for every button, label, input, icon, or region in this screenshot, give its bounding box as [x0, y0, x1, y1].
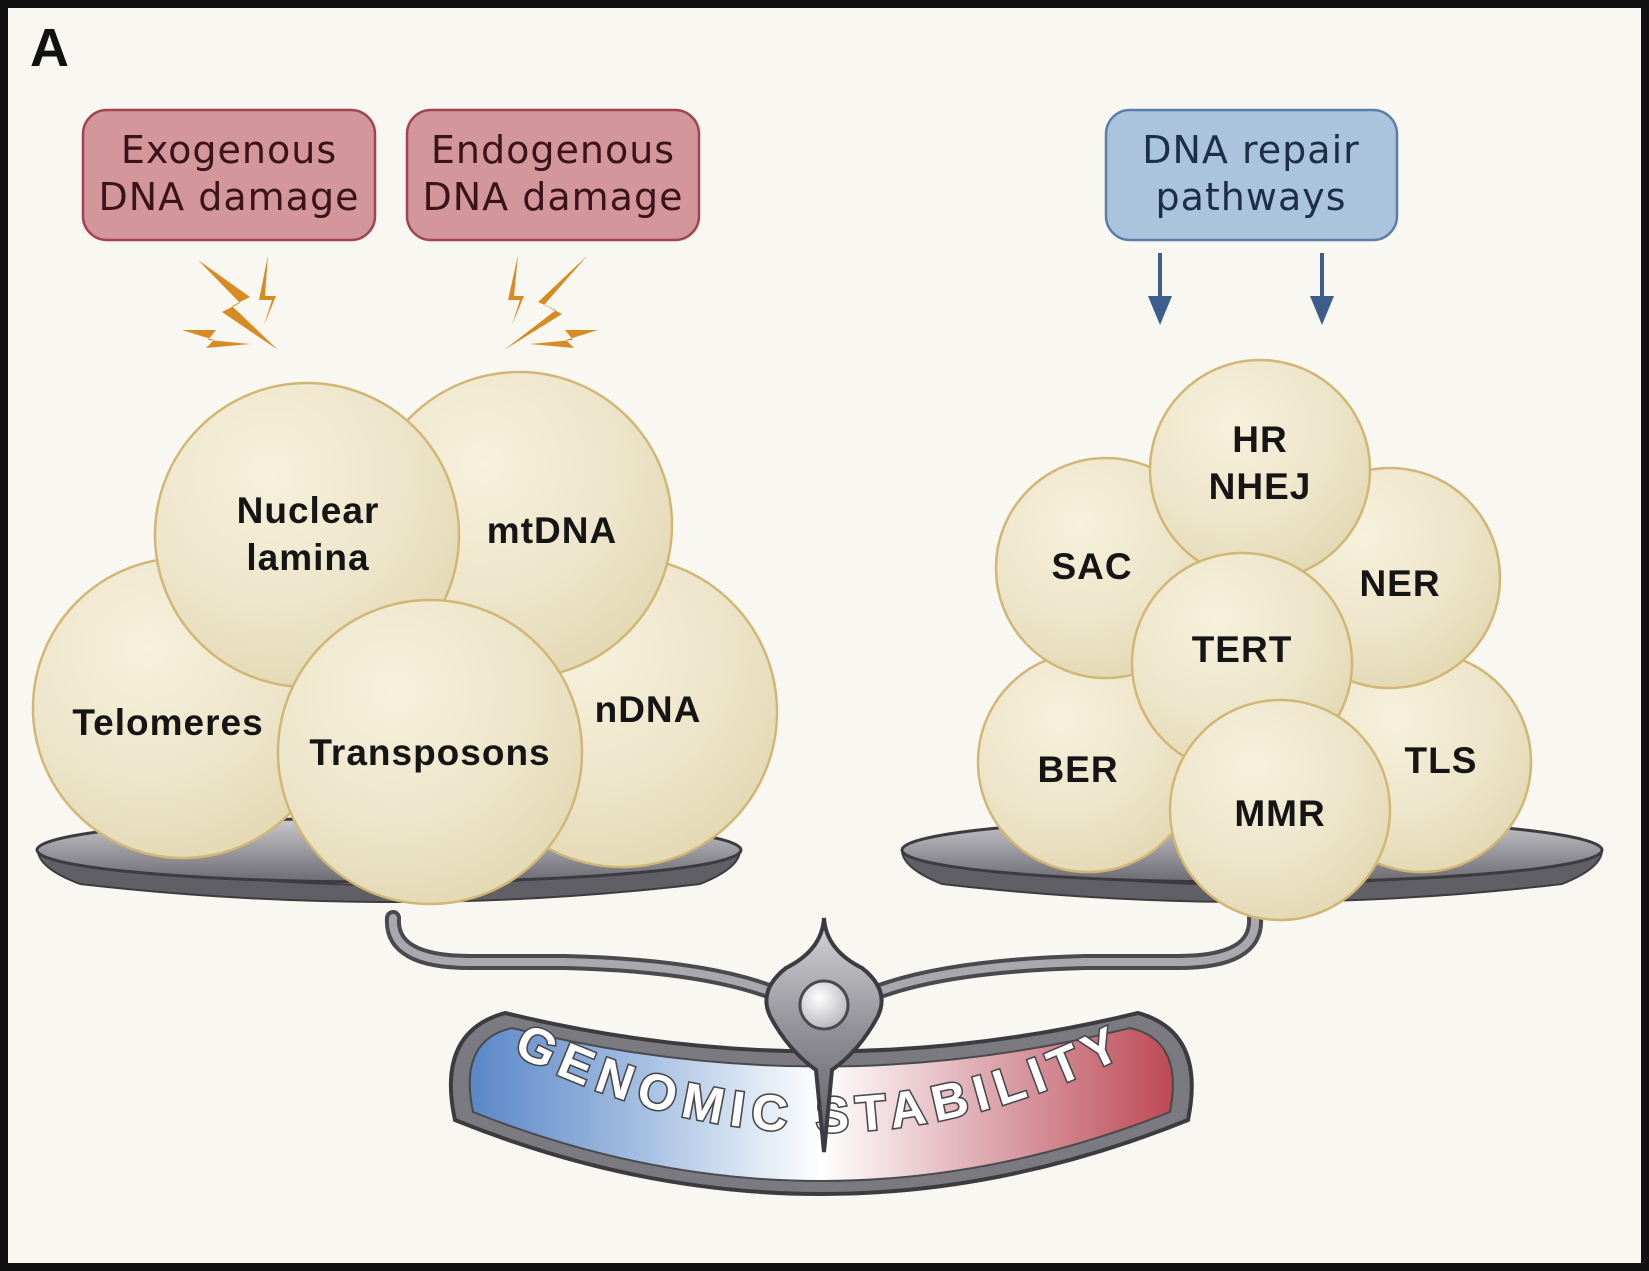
- sphere-mmr: MMR: [1168, 698, 1392, 922]
- sphere-label-sac: SAC: [1051, 546, 1132, 587]
- sphere-transposons: Transposons: [276, 598, 584, 906]
- sphere-label-telomeres: Telomeres: [72, 702, 263, 743]
- down-arrow-icon-right: [1310, 253, 1334, 325]
- sphere-label-tls: TLS: [1405, 740, 1478, 781]
- lightning-bolt-icon-right: [504, 255, 598, 350]
- sphere-label-mtdna: mtDNA: [487, 510, 617, 551]
- left-pan-spheres: Telomeres nDNA mtDNA Nuclear lamina Tran…: [31, 370, 779, 906]
- endogenous-damage-box: Endogenous DNA damage: [405, 108, 701, 242]
- exogenous-damage-line2: DNA damage: [99, 175, 360, 219]
- sphere-label-hr: HR: [1232, 419, 1287, 460]
- sphere-label-mmr: MMR: [1234, 793, 1325, 834]
- sphere-label-nhej: NHEJ: [1209, 466, 1312, 507]
- dna-repair-pathways-box: DNA repair pathways: [1104, 108, 1399, 242]
- pivot-pearl: [798, 979, 850, 1031]
- sphere-label-transposons: Transposons: [309, 732, 550, 773]
- balance-pointer: [764, 917, 884, 1153]
- sphere-hr-nhej: HR NHEJ: [1148, 358, 1372, 582]
- repair-box-line2: pathways: [1155, 175, 1346, 219]
- endogenous-damage-line1: Endogenous: [431, 128, 675, 172]
- right-pan-spheres: BER TLS SAC NER HR NHEJ TERT MMR: [976, 358, 1533, 922]
- sphere-label-nuclear-lamina-line1: Nuclear: [237, 490, 380, 531]
- sphere-label-ber: BER: [1037, 749, 1118, 790]
- sphere-label-ndna: nDNA: [595, 689, 702, 730]
- lightning-bolt-icon-left: [182, 255, 278, 350]
- panel-label: A: [30, 18, 69, 78]
- down-arrow-icon-left: [1148, 253, 1172, 325]
- sphere-label-ner: NER: [1359, 563, 1440, 604]
- exogenous-damage-box: Exogenous DNA damage: [81, 108, 377, 242]
- scale-arms: [384, 910, 1264, 1008]
- repair-box-line1: DNA repair: [1142, 128, 1360, 172]
- endogenous-damage-line2: DNA damage: [423, 175, 684, 219]
- exogenous-damage-line1: Exogenous: [121, 128, 337, 172]
- sphere-label-nuclear-lamina-line2: lamina: [246, 537, 369, 578]
- sphere-label-tert: TERT: [1192, 629, 1293, 670]
